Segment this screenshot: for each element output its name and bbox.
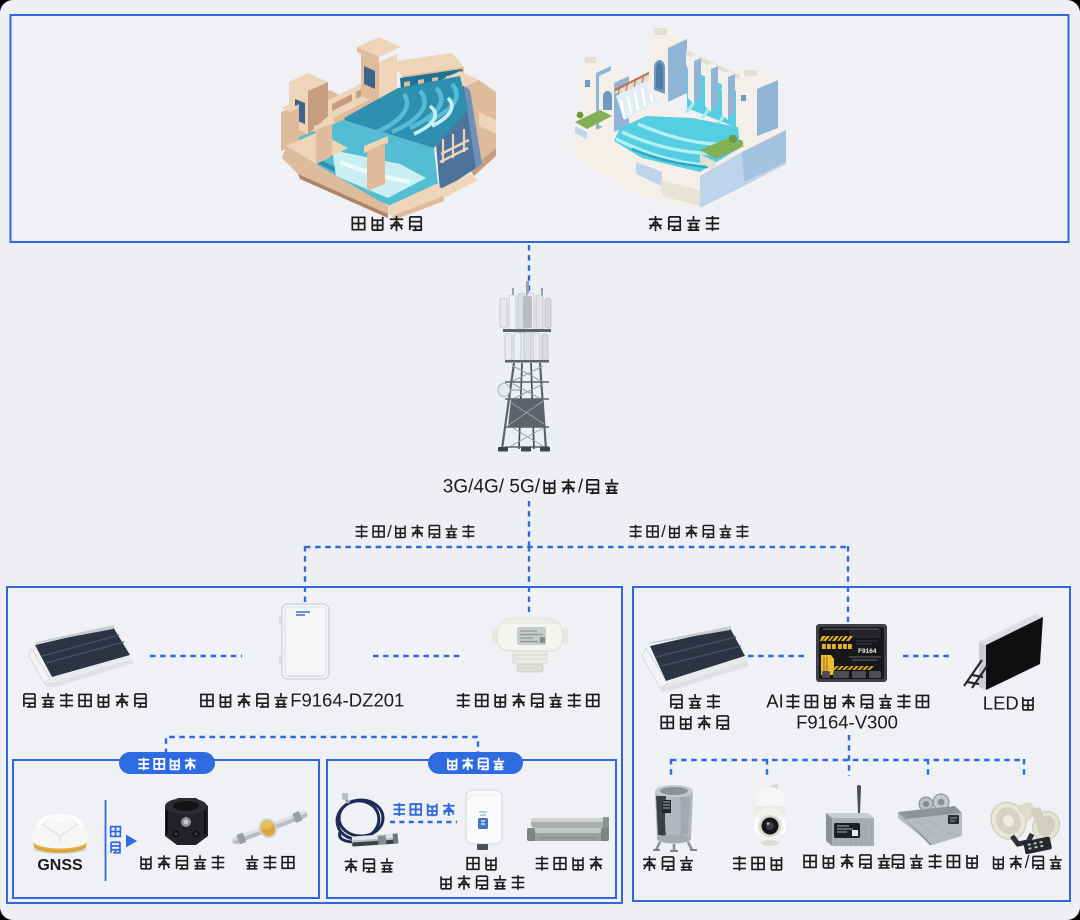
svg-text:/: /: [578, 477, 584, 498]
svg-text:F9164-V300: F9164-V300: [796, 711, 898, 732]
svg-text:AI: AI: [766, 690, 784, 711]
svg-text:F9164: F9164: [858, 648, 877, 655]
svg-text:/: /: [387, 522, 392, 541]
svg-text:/: /: [661, 522, 666, 541]
svg-text:GNSS: GNSS: [37, 857, 83, 874]
svg-text:/: /: [1025, 852, 1030, 872]
svg-text:LED: LED: [983, 692, 1019, 713]
svg-text:F9164-DZ201: F9164-DZ201: [290, 689, 404, 710]
svg-text:3G/4G/ 5G/: 3G/4G/ 5G/: [443, 477, 541, 498]
